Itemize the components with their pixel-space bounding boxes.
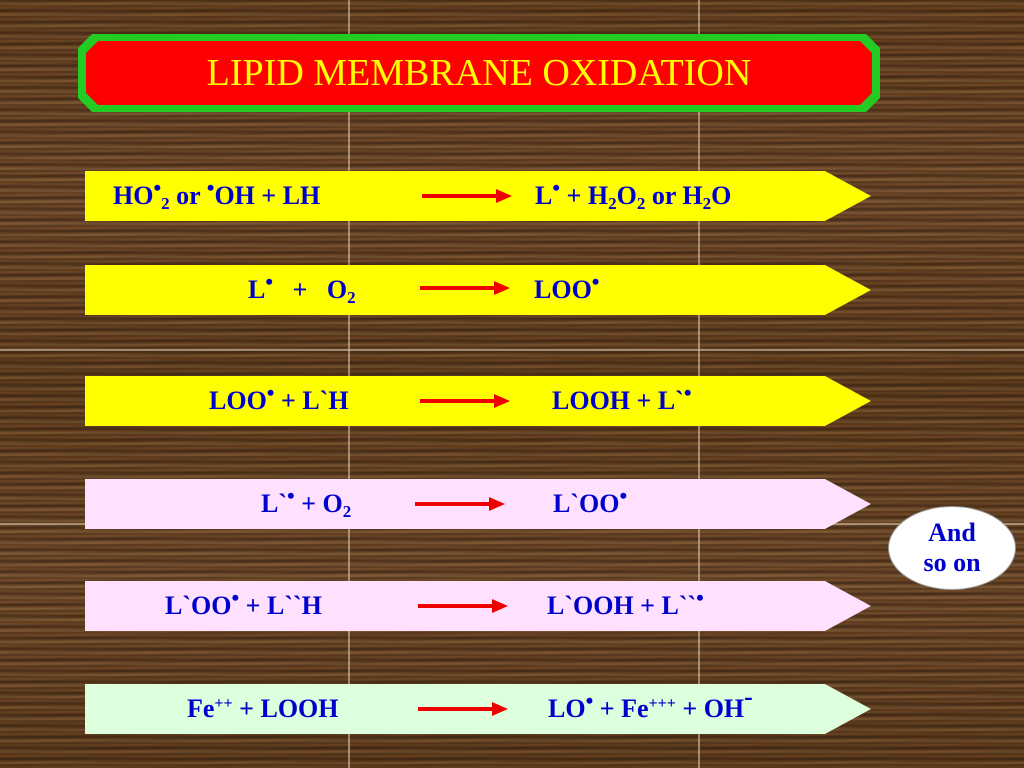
formula-fragment: + O (294, 489, 343, 518)
formula-fragment: • (206, 175, 215, 200)
formula-fragment: • (153, 175, 162, 200)
formula-fragment: L (535, 181, 553, 210)
formula-fragment: 2 (161, 194, 170, 213)
formula-fragment: LO (548, 694, 586, 723)
slide-title: LIPID MEMBRANE OXIDATION (206, 52, 752, 94)
reaction-2-reactants: L• + O2 (248, 265, 356, 315)
formula-fragment: or H (645, 181, 703, 210)
formula-fragment: L (248, 275, 266, 304)
formula-fragment: or (169, 181, 207, 210)
title-banner: LIPID MEMBRANE OXIDATION (78, 34, 880, 112)
formula-fragment: • (591, 269, 600, 294)
formula-fragment: • (585, 688, 594, 713)
formula-fragment: • (619, 483, 628, 508)
formula-fragment: + O (273, 275, 348, 304)
formula-fragment: + Fe (593, 694, 649, 723)
formula-fragment: 2 (347, 288, 356, 307)
bubble-line-1: And (928, 518, 976, 547)
formula-fragment: • (287, 483, 295, 508)
formula-fragment: O (616, 181, 637, 210)
reaction-4-reactants: L`• + O2 (261, 479, 351, 529)
formula-fragment: - (744, 682, 753, 711)
right-arrow-icon (418, 599, 508, 613)
reaction-row-1: HO•2 or •OH + LH L• + H2O2 or H2O (85, 171, 871, 221)
formula-fragment: + LOOH (232, 694, 339, 723)
bubble-line-2: so on (923, 548, 981, 577)
formula-fragment: + H (560, 181, 609, 210)
reaction-4-products: L`OO• (553, 479, 627, 529)
formula-fragment: • (552, 175, 561, 200)
formula-fragment: L`OOH + L`` (547, 591, 697, 620)
formula-fragment: • (683, 380, 692, 405)
formula-fragment: 2 (702, 194, 712, 213)
right-arrow-icon (422, 189, 512, 203)
formula-fragment: • (266, 380, 275, 405)
formula-fragment: +++ (648, 695, 676, 712)
reaction-5-products: L`OOH + L``• (547, 581, 704, 631)
reaction-1-reactants: HO•2 or •OH + LH (113, 171, 320, 221)
reaction-6-reactants: Fe++ + LOOH (187, 684, 338, 734)
right-arrow-icon (420, 394, 510, 408)
formula-fragment: + L``H (239, 591, 322, 620)
reaction-3-reactants: LOO• + L`H (209, 376, 349, 426)
formula-fragment: OH + LH (214, 181, 321, 210)
formula-fragment: L`OO (553, 489, 620, 518)
formula-fragment: ++ (214, 695, 233, 712)
right-arrow-icon (420, 281, 510, 295)
reaction-2-products: LOO• (534, 265, 600, 315)
formula-fragment: LOO (534, 275, 592, 304)
reaction-3-products: LOOH + L`• (552, 376, 692, 426)
formula-fragment: LOO (209, 386, 267, 415)
formula-fragment: • (265, 269, 274, 294)
and-so-on-bubble: And so on (888, 506, 1016, 590)
title-banner-inner: LIPID MEMBRANE OXIDATION (86, 41, 872, 105)
right-arrow-icon (415, 497, 505, 511)
formula-fragment: 2 (342, 502, 352, 521)
formula-fragment: + L`H (274, 386, 349, 415)
formula-fragment: • (231, 585, 240, 610)
formula-fragment: 2 (608, 194, 617, 213)
reaction-row-6: Fe++ + LOOH LO• + Fe+++ + OH- (85, 684, 871, 734)
formula-fragment: + OH (675, 694, 745, 723)
formula-fragment: L` (261, 489, 287, 518)
right-arrow-icon (418, 702, 508, 716)
reaction-row-5: L`OO• + L``H L`OOH + L``• (85, 581, 871, 631)
formula-fragment: LOOH + L` (552, 386, 684, 415)
formula-fragment: • (696, 585, 704, 610)
reaction-6-products: LO• + Fe+++ + OH- (548, 684, 753, 734)
reaction-row-2: L• + O2 LOO• (85, 265, 871, 315)
reaction-row-4: L`• + O2 L`OO• (85, 479, 871, 529)
reaction-row-3: LOO• + L`H LOOH + L`• (85, 376, 871, 426)
formula-fragment: O (711, 181, 732, 210)
formula-fragment: Fe (187, 694, 215, 723)
formula-fragment: 2 (636, 194, 646, 213)
formula-fragment: L`OO (165, 591, 232, 620)
reaction-1-products: L• + H2O2 or H2O (535, 171, 731, 221)
formula-fragment: HO (113, 181, 154, 210)
tile-seam (0, 349, 1024, 351)
reaction-5-reactants: L`OO• + L``H (165, 581, 322, 631)
